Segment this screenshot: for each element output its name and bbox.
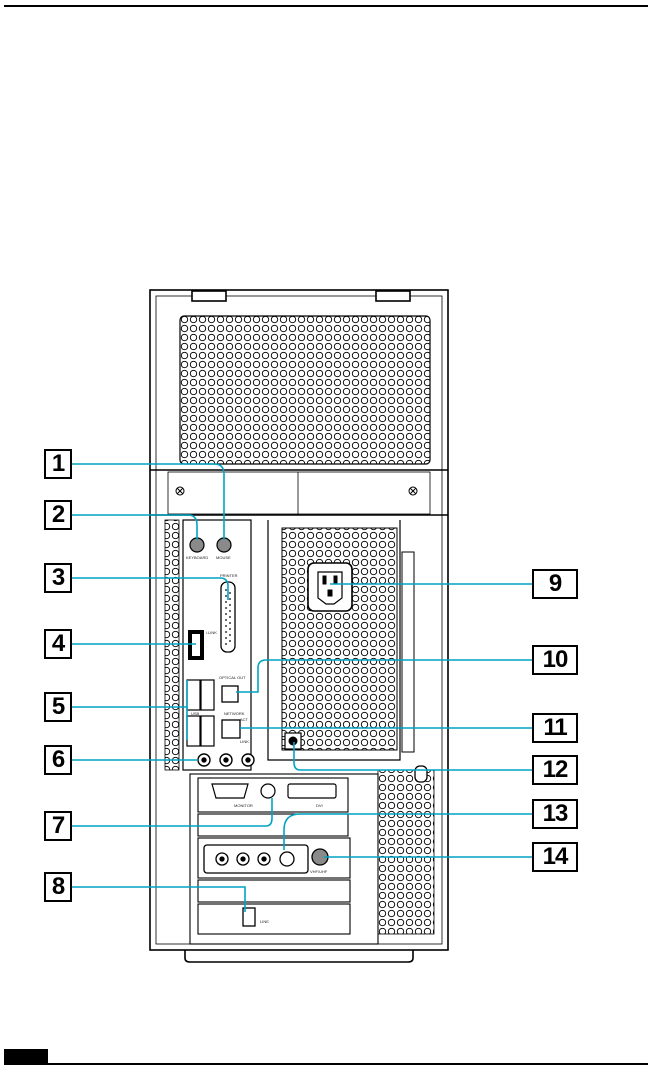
printer-label: PRINTER bbox=[220, 574, 238, 578]
callout-6: 6 bbox=[44, 745, 72, 775]
footer-rule bbox=[4, 1063, 648, 1065]
callout-8: 8 bbox=[44, 872, 72, 902]
callout-7: 7 bbox=[44, 811, 72, 841]
callout-14: 14 bbox=[532, 842, 578, 872]
keyboard-label: KEYBOARD bbox=[186, 556, 208, 560]
network-port bbox=[222, 720, 240, 738]
security-loop bbox=[415, 766, 427, 782]
ilink-label: i.LINK bbox=[206, 631, 217, 635]
callout-3: 3 bbox=[44, 563, 72, 593]
top-vent-grille bbox=[180, 316, 430, 464]
right-lower-vent bbox=[378, 770, 434, 934]
callout-4: 4 bbox=[44, 629, 72, 659]
optical-out-port bbox=[222, 686, 238, 702]
callout-9: 9 bbox=[532, 569, 578, 599]
audio-jacks bbox=[198, 754, 254, 766]
line-label: LINE bbox=[260, 920, 269, 924]
dvi-label: DVI bbox=[316, 804, 323, 808]
callout-10: 10 bbox=[532, 645, 578, 675]
link-label: LINK bbox=[240, 740, 249, 744]
screw-icon bbox=[176, 487, 417, 495]
mouse-label: MOUSE bbox=[216, 556, 231, 560]
callout-5: 5 bbox=[44, 692, 72, 722]
ilink-port-slot bbox=[192, 634, 200, 656]
ac-power-inlet bbox=[308, 563, 352, 611]
callout-11: 11 bbox=[532, 713, 578, 743]
monitor-label: MONITOR bbox=[234, 804, 253, 808]
callout-2: 2 bbox=[44, 500, 72, 530]
usb-label: USB bbox=[191, 712, 199, 716]
callout-13: 13 bbox=[532, 799, 578, 829]
network-label: NETWORK bbox=[224, 712, 244, 716]
act-label: ACT bbox=[240, 718, 248, 722]
voltage-selector bbox=[285, 733, 301, 749]
callout-12: 12 bbox=[532, 755, 578, 785]
left-vent-strip bbox=[165, 520, 179, 770]
callout-1: 1 bbox=[44, 449, 72, 479]
optical-out-label: OPTICAL OUT bbox=[219, 676, 246, 680]
power-supply-unit bbox=[268, 520, 414, 760]
vhf-uhf-label: VHF/UHF bbox=[310, 870, 327, 874]
